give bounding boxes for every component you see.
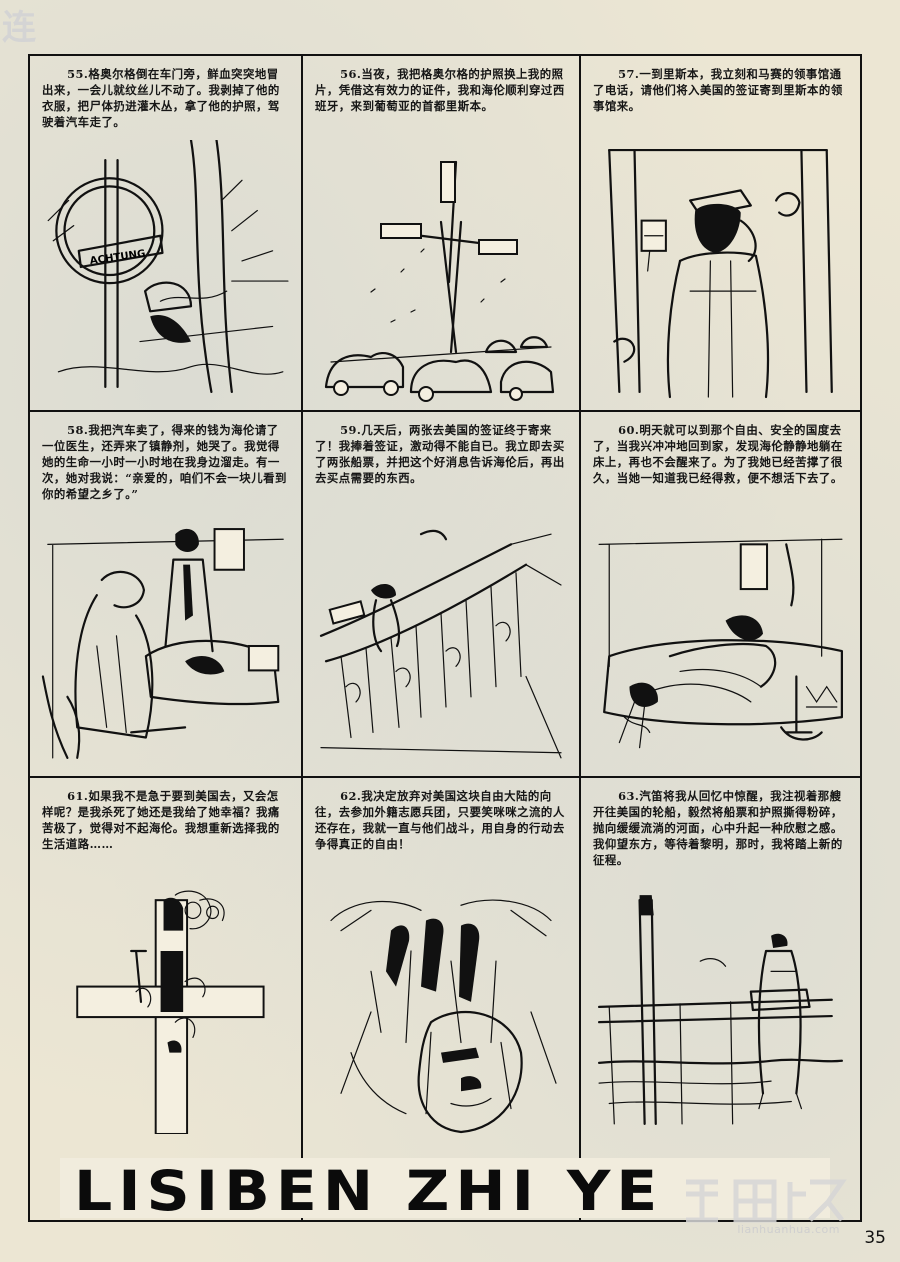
panel-caption: 59.几天后，两张去美国的签证终于寄来了！我捧着签证，激动得不能自已。我立即去买… bbox=[315, 423, 565, 485]
watermark-logo-icon bbox=[686, 1179, 847, 1223]
panel-caption: 61.如果我不是急于要到美国去，又会怎样呢？是我杀死了她还是我给了她幸福？我痛苦… bbox=[42, 789, 280, 851]
panel-illustration bbox=[589, 140, 852, 402]
telephone-booth-illustration bbox=[608, 148, 833, 399]
staircase-illustration bbox=[319, 529, 562, 759]
panel-59: 59.几天后，两张去美国的签证终于寄来了！我捧着签证，激动得不能自已。我立即去买… bbox=[303, 412, 581, 778]
panel-62: 62.我决定放弃对美国这块自由大陆的向往，去参加外籍志愿兵团，只要笑咪咪之流的人… bbox=[303, 778, 581, 1220]
watermark-url: lianhuanhua.com bbox=[737, 1223, 840, 1236]
panel-illustration bbox=[311, 890, 571, 1134]
panel-illustration bbox=[589, 524, 852, 768]
windmill-cars-illustration bbox=[324, 160, 555, 402]
panel-56: 56.当夜，我把格奥尔格的护照换上我的照片，凭借这有效力的证件，我和海伦顺利穿过… bbox=[303, 56, 581, 412]
panel-caption: 56.当夜，我把格奥尔格的护照换上我的照片，凭借这有效力的证件，我和海伦顺利穿过… bbox=[315, 67, 565, 113]
deathbed-illustration bbox=[598, 538, 843, 749]
page-number: 35 bbox=[864, 1228, 886, 1248]
roadside-sign-illustration: ACHTUNG bbox=[47, 140, 289, 394]
riverside-pier-illustration bbox=[598, 895, 843, 1125]
panel-57: 57.一到里斯本，我立刻和马赛的领事馆通了电话，请他们将入美国的签证寄到里斯本的… bbox=[581, 56, 860, 412]
page-title: LISIBEN ZHI YE bbox=[74, 1159, 664, 1224]
panel-caption: 63.汽笛将我从回忆中惊醒，我注视着那艘开往美国的轮船，毅然将船票和护照撕得粉碎… bbox=[593, 789, 843, 867]
watermark-top: 连 bbox=[2, 8, 36, 48]
panel-illustration: ACHTUNG bbox=[38, 140, 293, 402]
panel-illustration bbox=[38, 890, 293, 1134]
panel-illustration bbox=[589, 890, 852, 1134]
panel-55: 55.格奥尔格倒在车门旁，鲜血突突地冒出来，一会儿就纹丝儿不动了。我剥掉了他的衣… bbox=[30, 56, 303, 412]
panel-illustration bbox=[311, 524, 571, 768]
panel-caption: 57.一到里斯本，我立刻和马赛的领事馆通了电话，请他们将入美国的签证寄到里斯本的… bbox=[593, 67, 843, 113]
sickbed-doctor-illustration bbox=[41, 528, 284, 759]
comic-grid: 55.格奥尔格倒在车门旁，鲜血突突地冒出来，一会儿就纹丝儿不动了。我剥掉了他的衣… bbox=[28, 54, 862, 1222]
panel-caption: 58.我把汽车卖了，得来的钱为海伦请了一位医生，还弄来了镇静剂，她哭了。我觉得她… bbox=[42, 423, 287, 501]
grave-cross-illustration bbox=[76, 890, 265, 1134]
panel-illustration bbox=[38, 524, 293, 768]
panel-63: 63.汽笛将我从回忆中惊醒，我注视着那艘开往美国的轮船，毅然将船票和护照撕得粉碎… bbox=[581, 778, 860, 1220]
legion-soldiers-face-illustration bbox=[330, 899, 557, 1134]
panel-caption: 60.明天就可以到那个自由、安全的国度去了，当我兴冲冲地回到家，发现海伦静静地躺… bbox=[593, 423, 843, 485]
panel-illustration bbox=[311, 152, 571, 402]
panel-caption: 62.我决定放弃对美国这块自由大陆的向往，去参加外籍志愿兵团，只要笑咪咪之流的人… bbox=[315, 789, 565, 851]
panel-61: 61.如果我不是急于要到美国去，又会怎样呢？是我杀死了她还是我给了她幸福？我痛苦… bbox=[30, 778, 303, 1220]
panel-caption: 55.格奥尔格倒在车门旁，鲜血突突地冒出来，一会儿就纹丝儿不动了。我剥掉了他的衣… bbox=[42, 67, 280, 129]
watermark-logo bbox=[678, 1174, 848, 1230]
panel-60: 60.明天就可以到那个自由、安全的国度去了，当我兴冲冲地回到家，发现海伦静静地躺… bbox=[581, 412, 860, 778]
panel-58: 58.我把汽车卖了，得来的钱为海伦请了一位医生，还弄来了镇静剂，她哭了。我觉得她… bbox=[30, 412, 303, 778]
